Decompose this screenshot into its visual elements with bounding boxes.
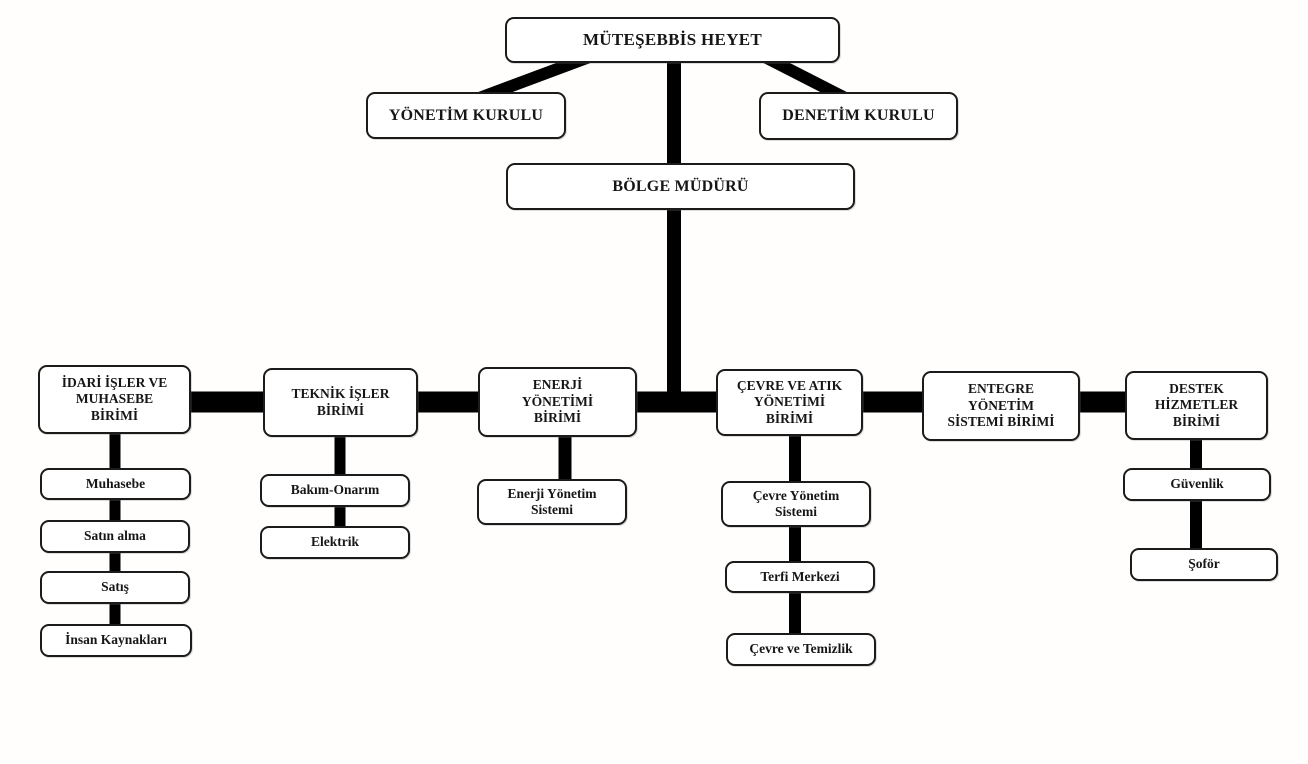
node-enerji-yonetimi-birimi: ENERJİ YÖNETİMİ BİRİMİ <box>478 367 637 437</box>
node-destek-hizmetler-birimi: DESTEK HİZMETLER BİRİMİ <box>1125 371 1268 440</box>
node-satin-alma: Satın alma <box>40 520 190 553</box>
node-teknik-isler-birimi: TEKNİK İŞLER BİRİMİ <box>263 368 418 437</box>
node-insan-kaynaklari: İnsan Kaynakları <box>40 624 192 657</box>
node-muhasebe: Muhasebe <box>40 468 191 500</box>
node-entegre-yonetim-birimi: ENTEGRE YÖNETİM SİSTEMİ BİRİMİ <box>922 371 1080 441</box>
node-denetim-kurulu: DENETİM KURULU <box>759 92 958 140</box>
node-terfi-merkezi: Terfi Merkezi <box>725 561 875 593</box>
node-cevre-ve-atik-birimi: ÇEVRE VE ATIK YÖNETİMİ BİRİMİ <box>716 369 863 436</box>
node-guvenlik: Güvenlik <box>1123 468 1271 501</box>
node-satis: Satış <box>40 571 190 604</box>
node-idari-isler-birimi: İDARİ İŞLER VE MUHASEBE BİRİMİ <box>38 365 191 434</box>
node-cevre-yonetim-sistemi: Çevre Yönetim Sistemi <box>721 481 871 527</box>
node-bolge-muduru: BÖLGE MÜDÜRÜ <box>506 163 855 210</box>
node-sofor: Şoför <box>1130 548 1278 581</box>
node-mutesebbis-heyet: MÜTEŞEBBİS HEYET <box>505 17 840 63</box>
node-bakim-onarim: Bakım-Onarım <box>260 474 410 507</box>
node-elektrik: Elektrik <box>260 526 410 559</box>
node-enerji-yonetim-sistemi: Enerji Yönetim Sistemi <box>477 479 627 525</box>
node-yonetim-kurulu: YÖNETİM KURULU <box>366 92 566 139</box>
node-cevre-ve-temizlik: Çevre ve Temizlik <box>726 633 876 666</box>
